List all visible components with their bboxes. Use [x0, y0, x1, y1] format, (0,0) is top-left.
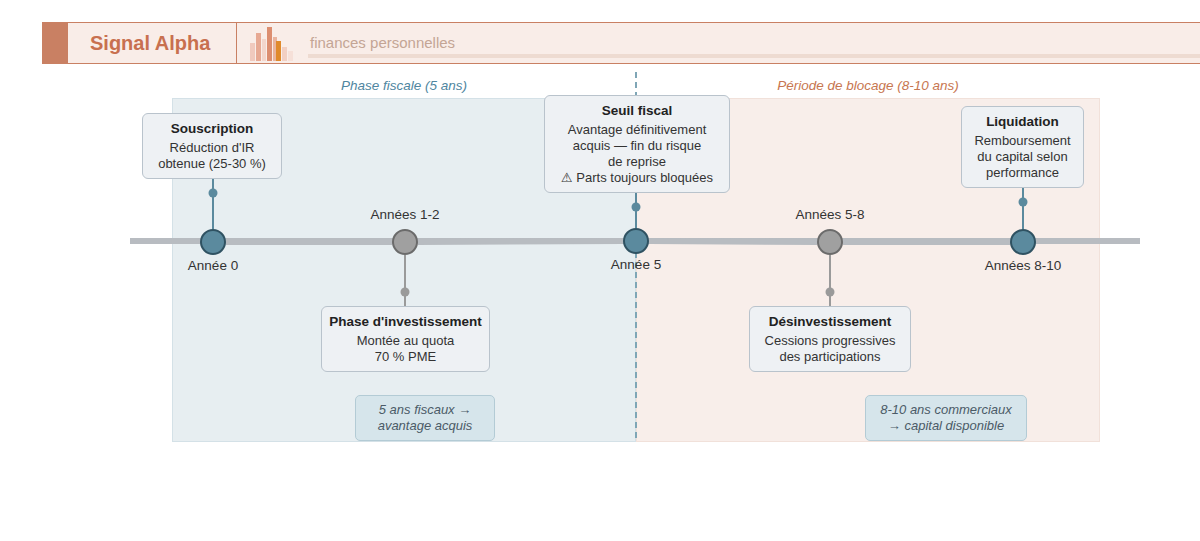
icon-bar	[250, 43, 255, 61]
callout-body: Remboursement du capital selon performan…	[970, 133, 1076, 181]
callout-box: DésinvestissementCessions progressives d…	[749, 306, 911, 372]
summary-note: 8-10 ans commerciaux → capital disponibl…	[865, 395, 1027, 441]
timeline-milestone: Années 5-8	[817, 229, 843, 255]
callout-title: Seuil fiscal	[551, 102, 723, 120]
milestone-label: Année 0	[188, 258, 238, 273]
timeline-milestone: Années 8-10	[1010, 229, 1036, 255]
band-heading: Période de blocage (8-10 ans)	[637, 78, 1099, 93]
callout-body: Cessions progressives des participations	[757, 333, 903, 365]
callout-box: Phase d'investissementMontée au quota 70…	[321, 306, 490, 372]
icon-bar	[267, 27, 272, 61]
callout-title: Désinvestissement	[756, 313, 904, 331]
timeline-milestone: Année 0	[200, 229, 226, 255]
callout-box: SouscriptionRéduction d'IR obtenue (25-3…	[142, 113, 282, 179]
summary-note: 5 ans fiscaux → avantage acquis	[355, 395, 495, 441]
milestone-label: Années 1-2	[370, 207, 439, 222]
callout-body: Réduction d'IR obtenue (25-30 %)	[149, 140, 275, 172]
header-icon	[246, 25, 296, 61]
callout-box: Seuil fiscalAvantage définitivement acqu…	[544, 95, 730, 193]
milestone-label: Années 5-8	[795, 207, 864, 222]
timeline-milestone: Années 1-2	[392, 229, 418, 255]
icon-bar	[256, 33, 261, 61]
callout-warning: ⚠ Parts toujours bloquées	[551, 170, 723, 186]
icon-bar	[282, 47, 287, 61]
callout-body: Montée au quota 70 % PME	[353, 333, 459, 365]
band-heading: Phase fiscale (5 ans)	[173, 78, 635, 93]
callout-title: Liquidation	[968, 113, 1077, 131]
header-subtitle: finances personnelles	[310, 34, 455, 51]
header-divider	[236, 23, 237, 63]
header-bar: Signal Alpha finances personnelles	[42, 22, 1200, 64]
header-subtitle-slot: finances personnelles	[310, 34, 455, 51]
callout-body: Avantage définitivement acquis — fin du …	[566, 122, 709, 170]
header-square	[42, 23, 68, 63]
icon-bar	[288, 51, 293, 61]
icon-bar	[262, 39, 266, 61]
timeline-milestone: Année 5	[623, 228, 649, 254]
callout-title: Phase d'investissement	[328, 313, 483, 331]
icon-bar	[276, 41, 281, 61]
header-title: Signal Alpha	[90, 32, 210, 54]
callout-box: LiquidationRemboursement du capital selo…	[961, 106, 1084, 188]
header-title-slot: Signal Alpha	[90, 32, 210, 55]
note-text: 5 ans fiscaux → avantage acquis	[363, 402, 487, 434]
header-rule	[308, 54, 1200, 58]
milestone-label: Années 8-10	[985, 258, 1062, 273]
note-text: 8-10 ans commerciaux → capital disponibl…	[877, 402, 1015, 434]
callout-title: Souscription	[149, 120, 275, 138]
milestone-label: Année 5	[611, 257, 661, 272]
